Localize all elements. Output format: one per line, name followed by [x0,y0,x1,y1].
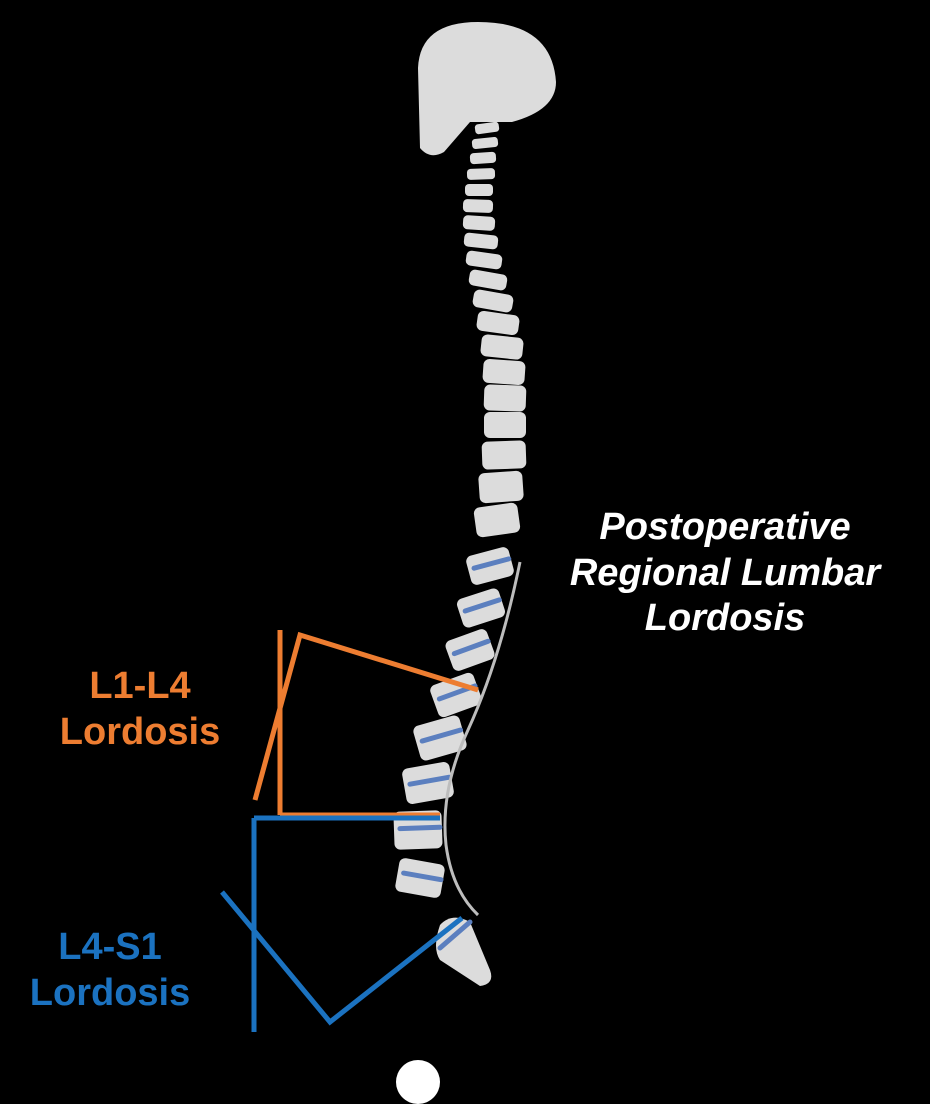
vertebra-icon [478,471,524,504]
vertebra-icon [468,269,508,291]
vertebra-icon [480,334,524,360]
sacrum-icon [436,918,491,986]
screw-icon [400,827,440,828]
vertebral-body [465,184,493,196]
title-line-2: Regional Lumbar [520,551,930,597]
vertebra-icon [476,310,520,336]
vertebral-body [473,502,521,538]
l1-l4-label-line-1: L1-L4 [40,664,240,710]
vertebral-body [484,384,527,411]
vertebra-icon [482,359,526,386]
vertebral-body [463,199,493,213]
vertebral-column [393,106,526,898]
vertebral-body [482,440,527,470]
vertebral-body [470,152,497,165]
l4-s1-label-line-2: Lordosis [10,971,210,1017]
vertebra-icon [484,412,526,438]
l4-s1-angle-lines [222,818,462,1032]
l1-l4-label: L1-L4 Lordosis [40,664,240,755]
l4-s1-label-line-1: L4-S1 [10,925,210,971]
vertebral-body [478,471,524,504]
vertebra-icon [467,168,495,180]
vertebra-icon [455,587,506,629]
l4-s1-label: L4-S1 Lordosis [10,925,210,1016]
vertebral-body [480,334,524,360]
vertebra-icon [472,137,499,150]
vertebral-body [468,269,508,291]
vertebra-icon [463,232,498,249]
vertebra-icon [474,121,499,134]
vertebra-icon [470,152,497,165]
vertebra-icon [473,502,521,538]
vertebral-body [484,412,526,438]
vertebral-body [476,310,520,336]
vertebra-icon [465,184,493,196]
vertebral-body [472,289,515,314]
l1-l4-label-line-2: Lordosis [40,710,240,756]
vertebral-body [465,250,503,270]
vertebral-body [463,215,496,231]
vertebra-icon [412,714,468,762]
vertebra-icon [394,857,445,898]
vertebral-body [482,359,526,386]
vertebra-icon [465,546,515,586]
skull-icon [418,22,556,155]
vertebra-icon [482,440,527,470]
title-line-3: Lordosis [520,596,930,642]
vertebra-icon [465,250,503,270]
postoperative-title: Postoperative Regional Lumbar Lordosis [520,505,930,642]
vertebra-icon [463,215,496,231]
vertebra-icon [463,199,493,213]
skull-shape [418,22,556,155]
vertebra-icon [444,627,496,672]
title-line-1: Postoperative [520,505,930,551]
vertebral-body [472,137,499,150]
l4-s1-s1-endplate-line [222,892,462,1022]
vertebral-body [463,232,498,249]
ball-icon [396,1060,440,1104]
vertebral-body [467,168,495,180]
vertebral-body [474,121,499,134]
vertebra-icon [484,384,527,411]
vertebra-icon [472,289,515,314]
